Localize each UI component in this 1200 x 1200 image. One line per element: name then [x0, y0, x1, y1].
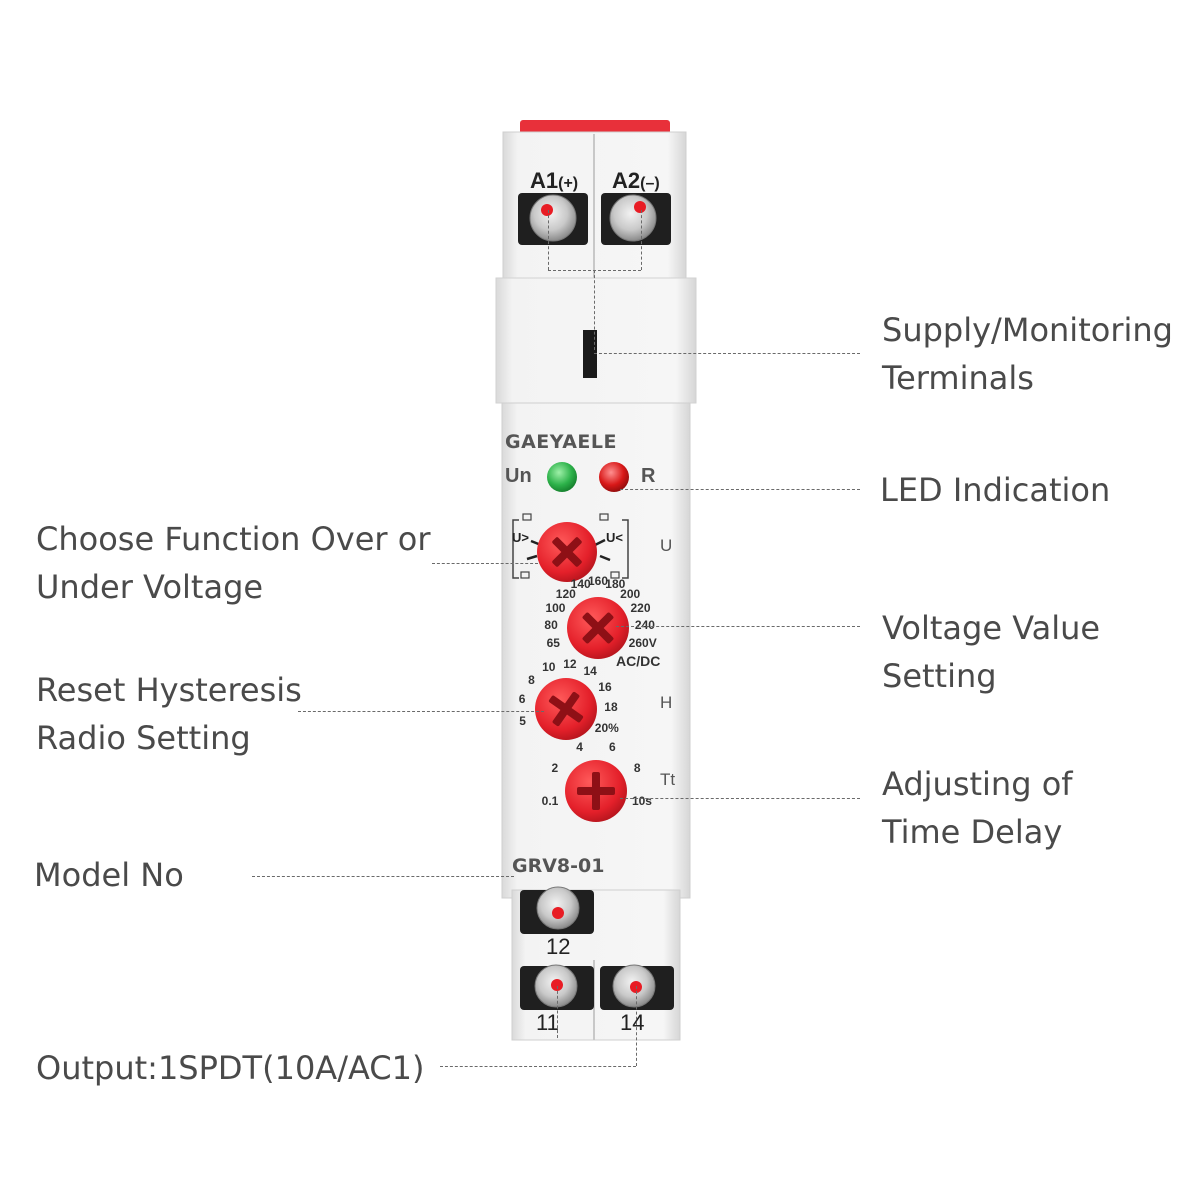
callout-output: Output:1SPDT(10A/AC1)	[36, 1044, 424, 1092]
time-tick-5: 10s	[631, 793, 652, 808]
voltage-tick-5: 160	[587, 574, 609, 588]
leader-led	[620, 489, 860, 490]
callout-hysteresis-line2: Radio Setting	[36, 719, 251, 757]
terminal-11-label: 11	[536, 1010, 559, 1035]
screw-a2[interactable]	[609, 194, 657, 242]
callout-time-delay: Adjusting of Time Delay	[882, 760, 1073, 856]
callout-led-indication: LED Indication	[880, 466, 1110, 514]
callout-model-no: Model No	[34, 851, 184, 899]
callout-led-line1: LED Indication	[880, 471, 1111, 509]
hysteresis-side-label: H	[660, 693, 673, 712]
voltage-tick-2: 100	[545, 600, 566, 615]
hysteresis-tick-0: 5	[519, 713, 526, 728]
led-r-label: R	[641, 465, 656, 487]
leader-function	[432, 563, 538, 564]
model-number: GRV8-01	[512, 855, 605, 877]
hysteresis-tick-7: 18	[604, 700, 618, 715]
function-left-label: U>	[512, 530, 529, 545]
voltage-tick-0: 65	[546, 635, 560, 650]
hysteresis-tick-6: 16	[598, 679, 612, 694]
top-cap	[520, 120, 670, 134]
time-tick-4: 8	[633, 761, 641, 776]
voltage-tick-10: 260V	[628, 635, 657, 650]
voltage-knob[interactable]	[567, 597, 629, 659]
voltage-tick-6: 180	[605, 577, 626, 592]
callout-time-line1: Adjusting of	[882, 765, 1073, 803]
time-side-label: Tt	[660, 770, 676, 789]
callout-time-line2: Time Delay	[882, 813, 1063, 851]
hysteresis-tick-8: 20%	[594, 721, 619, 736]
callout-model-line1: Model No	[34, 856, 184, 894]
voltage-tick-9: 240	[634, 618, 655, 633]
leader-output-11	[557, 986, 558, 1038]
callout-function-line2: Under Voltage	[36, 568, 264, 606]
leader-voltage	[616, 626, 860, 627]
callout-voltage-line1: Voltage Value	[882, 609, 1101, 647]
terminal-a2-text: A2	[612, 168, 641, 193]
leader-output	[440, 1066, 636, 1067]
time-tick-3: 6	[609, 739, 616, 754]
led-un-green	[547, 462, 577, 492]
callout-choose-function: Choose Function Over or Under Voltage	[36, 515, 430, 611]
callout-voltage-setting: Voltage Value Setting	[882, 604, 1100, 700]
led-un-label: Un	[505, 465, 532, 487]
voltage-tick-7: 200	[620, 586, 641, 601]
voltage-tick-3: 120	[555, 586, 576, 601]
terminal-a1-sign: (+)	[558, 175, 579, 192]
callout-supply-line1: Supply/Monitoring	[882, 311, 1173, 349]
callout-hysteresis-line1: Reset Hysteresis	[36, 671, 302, 709]
hysteresis-tick-3: 10	[542, 660, 556, 675]
callout-voltage-line2: Setting	[882, 657, 997, 695]
time-tick-0: 0.1	[541, 793, 559, 808]
hysteresis-tick-2: 8	[528, 673, 535, 688]
leader-model	[252, 876, 514, 877]
callout-hysteresis-setting: Reset Hysteresis Radio Setting	[36, 666, 302, 762]
led-r-red	[599, 462, 629, 492]
leader-hysteresis	[298, 711, 544, 712]
time-tick-2: 4	[576, 739, 583, 754]
hysteresis-tick-1: 6	[518, 692, 526, 707]
screw-a1[interactable]	[529, 194, 577, 242]
callout-supply-line2: Terminals	[882, 359, 1034, 397]
leader-supply-stem	[594, 270, 595, 350]
time-knob[interactable]	[565, 760, 627, 822]
terminal-a2-sign: (–)	[640, 175, 660, 192]
leader-supply-a1	[548, 210, 549, 270]
voltage-tick-1: 80	[544, 618, 558, 633]
callout-output-line1: Output:1SPDT(10A/AC1)	[36, 1049, 425, 1087]
function-right-label: U<	[606, 530, 623, 545]
hysteresis-knob[interactable]	[535, 678, 597, 740]
leader-supply	[594, 353, 860, 354]
leader-time	[620, 798, 860, 799]
voltage-unit-label: AC/DC	[616, 653, 661, 669]
terminal-12-label: 12	[546, 934, 571, 959]
callout-supply-terminals: Supply/Monitoring Terminals	[882, 306, 1173, 402]
leader-output-14	[636, 986, 637, 1066]
function-knob[interactable]	[526, 522, 611, 582]
terminal-a2-label: A2(–)	[612, 168, 660, 194]
terminal-14-label: 14	[620, 1010, 645, 1035]
voltage-tick-4: 140	[570, 577, 591, 592]
time-tick-1: 2	[551, 761, 559, 776]
voltage-tick-8: 220	[630, 600, 651, 615]
hysteresis-tick-4: 12	[563, 657, 577, 672]
hysteresis-tick-5: 14	[583, 664, 597, 679]
function-side-label: U	[660, 536, 673, 555]
brand-logo: GAEYAELE	[505, 431, 617, 453]
terminal-a1-label: A1(+)	[530, 168, 578, 194]
leader-supply-a2	[641, 210, 642, 270]
callout-function-line1: Choose Function Over or	[36, 520, 431, 558]
terminal-a1-text: A1	[530, 168, 559, 193]
